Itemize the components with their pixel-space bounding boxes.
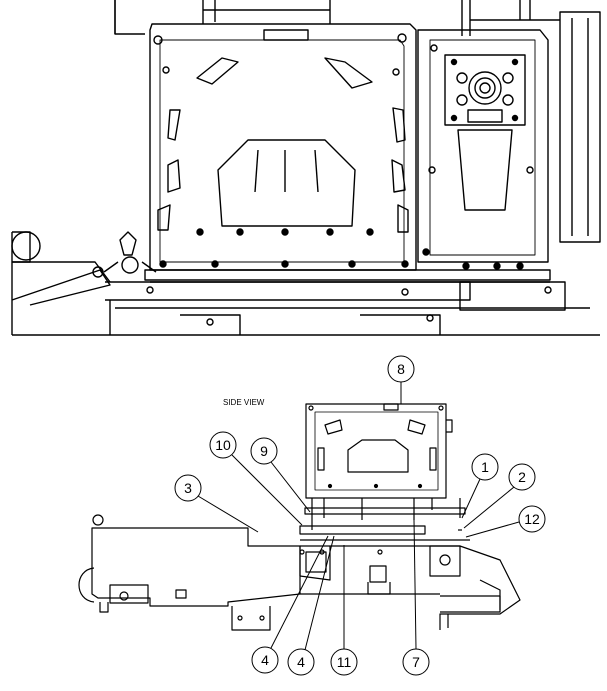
callout-7: 7 bbox=[402, 519, 430, 676]
callouts: 8 10 9 3 1 2 bbox=[174, 355, 546, 676]
side-chassis bbox=[78, 514, 521, 631]
svg-text:11: 11 bbox=[337, 654, 352, 670]
callout-8: 8 bbox=[387, 355, 415, 404]
svg-text:9: 9 bbox=[260, 443, 268, 459]
svg-text:4: 4 bbox=[261, 652, 269, 668]
side-view bbox=[78, 403, 521, 631]
svg-text:7: 7 bbox=[412, 654, 420, 670]
top-main-plate bbox=[149, 23, 417, 271]
svg-text:1: 1 bbox=[481, 459, 489, 475]
svg-text:3: 3 bbox=[184, 480, 192, 496]
callout-11: 11 bbox=[330, 545, 358, 676]
top-base-frame bbox=[11, 231, 600, 336]
callout-12: 12 bbox=[465, 505, 546, 538]
side-spacers bbox=[299, 507, 470, 541]
callout-9: 9 bbox=[250, 437, 311, 513]
callout-3: 3 bbox=[174, 474, 259, 533]
svg-text:10: 10 bbox=[215, 437, 231, 453]
svg-text:12: 12 bbox=[524, 511, 540, 527]
top-background-structure bbox=[114, 0, 601, 243]
svg-text:4: 4 bbox=[297, 654, 305, 670]
callout-4-right: 4 bbox=[287, 535, 335, 676]
svg-text:2: 2 bbox=[518, 469, 526, 485]
top-right-bracket bbox=[417, 29, 549, 270]
callout-4-left: 4 bbox=[251, 535, 329, 674]
callout-1: 1 bbox=[461, 453, 499, 519]
svg-text:8: 8 bbox=[397, 361, 405, 377]
callout-2: 2 bbox=[463, 463, 536, 529]
callout-10: 10 bbox=[209, 431, 303, 526]
side-view-label: SIDE VIEW bbox=[223, 398, 265, 407]
top-detail-view bbox=[11, 0, 601, 336]
side-upper-plate bbox=[305, 403, 453, 499]
